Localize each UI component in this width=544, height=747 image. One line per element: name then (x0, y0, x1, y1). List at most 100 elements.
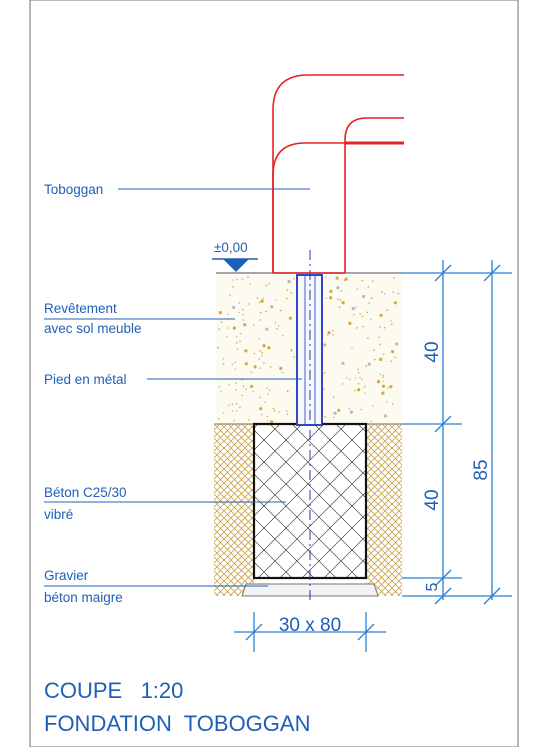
soil-dot (245, 388, 247, 390)
soil-dot (351, 307, 355, 311)
soil-dot (278, 411, 281, 413)
soil-dot (394, 356, 396, 359)
soil-dot (252, 390, 255, 393)
soil-dot (343, 279, 346, 281)
soil-dot (222, 363, 225, 365)
soil-dot (364, 392, 366, 395)
soil-dot (389, 385, 393, 389)
label-gravier: Gravier (44, 568, 89, 583)
soil-dot (235, 336, 238, 338)
soil-dot (370, 420, 373, 423)
soil-dot (385, 401, 388, 403)
soil-dot (279, 366, 283, 370)
soil-dot (262, 344, 266, 348)
soil-dot (329, 296, 333, 300)
soil-dot (359, 376, 361, 379)
soil-dot (241, 394, 244, 397)
soil-dot (275, 299, 278, 301)
soil-dot (272, 407, 275, 410)
soil-dot (354, 377, 357, 379)
soil-dot (242, 385, 245, 387)
soil-dot (391, 350, 395, 354)
label-revetement: Revêtement (44, 301, 117, 316)
soil-dot (357, 383, 360, 385)
soil-dot (265, 310, 267, 313)
dim-footing-size: 30 x 80 (279, 615, 341, 636)
soil-dot (232, 286, 234, 288)
soil-dot (378, 336, 381, 339)
soil-dot (332, 333, 335, 336)
soil-dot (266, 387, 269, 390)
soil-dot (323, 388, 325, 390)
soil-dot (250, 371, 253, 374)
soil-dot (353, 389, 356, 392)
soil-dot (218, 311, 222, 315)
soil-dot (286, 297, 288, 300)
soil-dot (382, 374, 384, 377)
soil-dot (218, 385, 221, 388)
soil-dot (386, 309, 389, 312)
soil-dot (252, 324, 255, 326)
soil-dot (238, 311, 240, 314)
soil-dot (293, 356, 296, 358)
soil-dot (222, 357, 225, 360)
soil-dot (286, 413, 289, 416)
soil-dot (239, 340, 241, 343)
soil-dot (390, 360, 393, 363)
soil-dot (239, 406, 241, 409)
label-beton-2: vibré (44, 507, 73, 522)
soil-dot (326, 334, 329, 337)
soil-dot (265, 284, 268, 287)
soil-dot (276, 328, 278, 330)
soil-dot (342, 383, 344, 385)
soil-dot (329, 289, 333, 293)
soil-dot (365, 365, 368, 367)
soil-dot (351, 347, 353, 350)
soil-dot (381, 384, 386, 388)
soil-dot (286, 289, 289, 291)
soil-dot (258, 358, 261, 360)
soil-dot (327, 331, 331, 335)
soil-dot (348, 321, 352, 325)
soil-dot (349, 378, 351, 381)
soil-dot (387, 386, 389, 389)
soil-dot (382, 380, 384, 383)
soil-dot (232, 326, 236, 330)
soil-dot (244, 349, 248, 353)
soil-dot (379, 343, 381, 346)
soil-dot (239, 332, 242, 335)
soil-dot (395, 342, 399, 346)
label-toboggan: Toboggan (44, 182, 103, 197)
soil-dot (370, 297, 373, 299)
soil-dot (267, 419, 269, 422)
soil-dot (338, 306, 341, 308)
soil-dot (269, 389, 271, 392)
soil-dot (244, 362, 248, 366)
soil-dot (242, 313, 244, 316)
soil-dot (361, 378, 363, 381)
soil-dot (236, 278, 238, 281)
soil-dot (261, 413, 263, 416)
soil-dot (282, 334, 284, 337)
soil-dot (335, 276, 339, 280)
soil-dot (232, 305, 236, 310)
soil-dot (228, 404, 230, 407)
soil-dot (258, 337, 260, 340)
soil-dot (247, 276, 249, 278)
soil-dot (323, 372, 326, 374)
soil-dot (337, 408, 341, 412)
soil-dot (341, 301, 345, 305)
soil-dot (259, 319, 261, 321)
soil-dot (393, 301, 397, 305)
soil-dot (392, 291, 395, 294)
soil-dot (381, 391, 385, 395)
soil-dot (266, 393, 269, 395)
soil-dot (340, 290, 343, 292)
soil-dot (367, 337, 369, 340)
soil-dot (217, 418, 220, 420)
soil-dot (222, 412, 225, 414)
soil-dot (225, 336, 228, 338)
soil-dot (373, 349, 375, 352)
soil-dot (259, 407, 263, 411)
